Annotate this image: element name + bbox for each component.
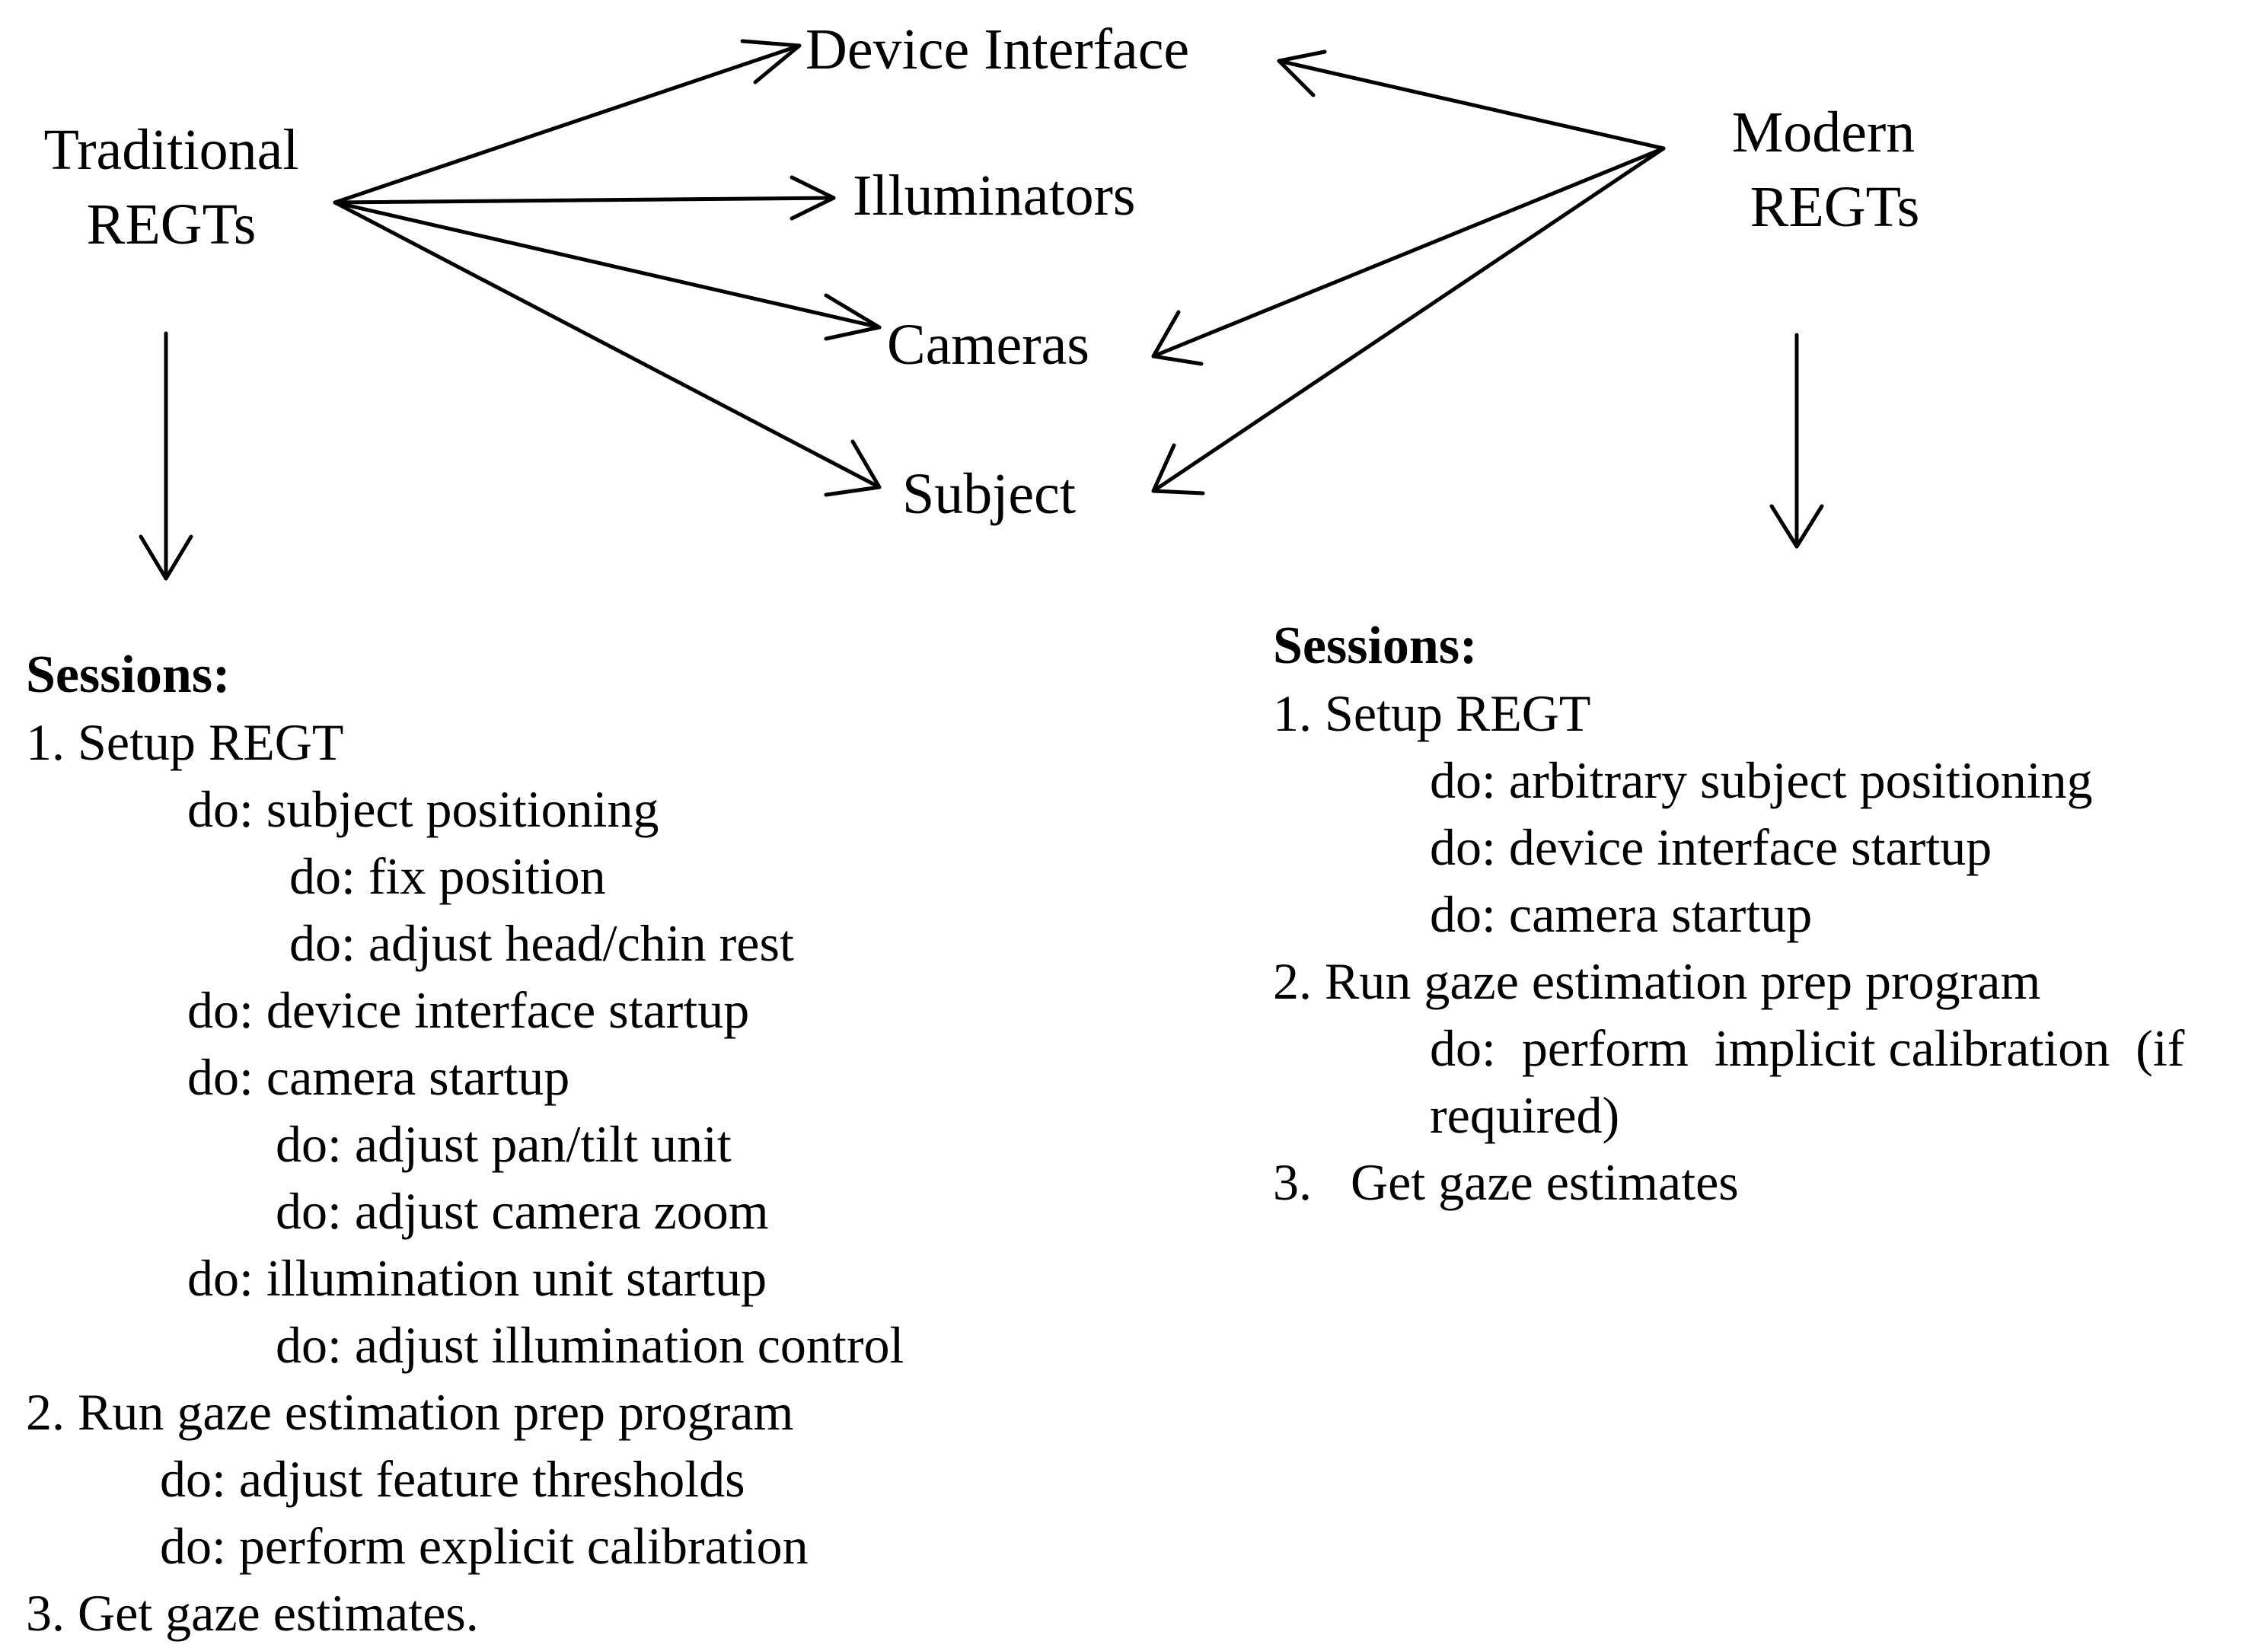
modern-regts-node: Modern REGTs (1698, 95, 1972, 244)
modern-substep-continuation: required) (1430, 1086, 1620, 1144)
modern-substep: do: device interface startup (1430, 818, 1992, 876)
traditional-step-2: 2. Run gaze estimation prep program (26, 1383, 794, 1441)
modern-sessions: Sessions: 1. Setup REGT do: arbitrary su… (1273, 613, 2184, 1216)
traditional-sessions-heading: Sessions: (26, 645, 231, 704)
traditional-substep: do: adjust illumination control (276, 1316, 904, 1374)
traditional-regts-line1: Traditional (43, 118, 299, 182)
traditional-substep: do: device interface startup (187, 981, 750, 1039)
modern-substep: do: arbitrary subject positioning (1430, 751, 2093, 809)
arrow-modern-to-cameras (1151, 146, 1666, 366)
traditional-substep: do: camera startup (187, 1048, 570, 1106)
device-interface-node: Device Interface (805, 18, 1190, 81)
modern-regts-line1: Modern (1731, 100, 1916, 164)
traditional-substep: do: fix position (289, 847, 606, 905)
modern-sessions-heading: Sessions: (1273, 617, 1478, 675)
traditional-substep: do: subject positioning (187, 780, 659, 838)
arrow-traditional-down (139, 331, 193, 581)
traditional-substep: do: adjust pan/tilt unit (276, 1115, 732, 1173)
traditional-substep: do: illumination unit startup (187, 1249, 767, 1307)
arrow-traditional-to-subject (333, 200, 882, 497)
modern-substep: do: camera startup (1430, 885, 1813, 943)
traditional-substep: do: adjust head/chin rest (289, 914, 794, 972)
traditional-step-1: 1. Setup REGT (26, 713, 344, 771)
modern-step-2: 2. Run gaze estimation prep program (1273, 952, 2041, 1010)
arrow-modern-to-device-interface (1277, 49, 1666, 151)
modern-step-3: 3. Get gaze estimates (1273, 1153, 1739, 1211)
traditional-regts-node: Traditional REGTs (23, 113, 320, 262)
traditional-sessions: Sessions: 1. Setup REGT do: subject posi… (26, 642, 904, 1646)
arrow-modern-down (1769, 333, 1824, 549)
traditional-substep: do: adjust feature thresholds (160, 1450, 745, 1508)
cameras-node: Cameras (887, 313, 1089, 377)
modern-regts-line2: REGTs (1750, 175, 1920, 239)
traditional-substep: do: perform explicit calibration (160, 1517, 809, 1575)
arrow-modern-to-subject (1151, 146, 1666, 496)
illuminators-node: Illuminators (853, 164, 1136, 228)
modern-step-1: 1. Setup REGT (1273, 684, 1591, 742)
arrow-traditional-to-device-interface (333, 39, 802, 205)
traditional-step-3: 3. Get gaze estimates. (26, 1584, 479, 1642)
arrow-traditional-to-illuminators (333, 175, 836, 221)
subject-node: Subject (902, 462, 1076, 526)
traditional-regts-line2: REGTs (86, 193, 257, 257)
traditional-substep: do: adjust camera zoom (276, 1182, 769, 1240)
arrow-traditional-to-cameras (333, 200, 882, 341)
modern-substep: do: perform implicit calibration (if (1430, 1019, 2185, 1077)
